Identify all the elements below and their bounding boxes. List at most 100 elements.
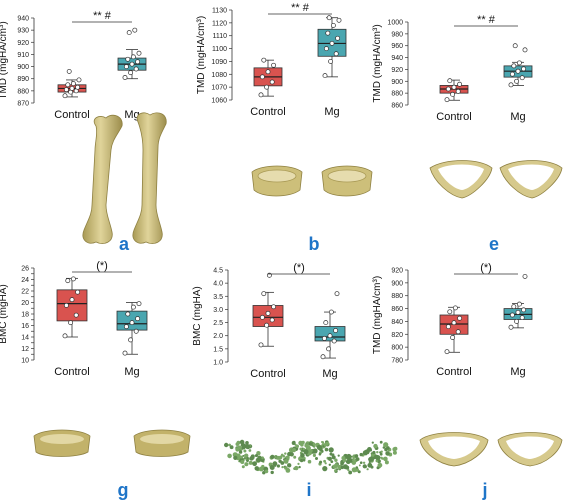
trabecula <box>324 447 329 452</box>
data-point <box>323 46 329 52</box>
y-tick-label: 1.0 <box>213 360 223 367</box>
y-tick-label: 3.5 <box>213 294 223 301</box>
trabecula <box>379 451 382 454</box>
data-point <box>447 78 453 84</box>
data-point <box>73 312 79 318</box>
trabecula <box>300 459 304 463</box>
trabecula <box>257 455 262 460</box>
data-point <box>135 316 141 322</box>
trabecula <box>334 469 337 472</box>
x-category-label: Control <box>436 366 471 378</box>
y-tick-label: 1130 <box>212 8 227 15</box>
trabecula <box>307 459 312 464</box>
significance-label: (*) <box>96 260 108 272</box>
data-point <box>511 63 517 69</box>
y-tick-label: 900 <box>391 280 403 287</box>
y-axis-label: TMD (mgHA/cm³) <box>196 16 207 94</box>
x-category-label: Control <box>250 368 285 380</box>
data-point <box>508 82 514 88</box>
trabecula <box>392 450 397 455</box>
data-point <box>521 66 527 72</box>
trabecula <box>276 455 281 460</box>
trabecula <box>351 460 357 465</box>
y-tick-label: 1090 <box>211 59 227 66</box>
data-point <box>333 328 339 333</box>
femur-rendering-mg <box>132 112 167 244</box>
significance-label: ** # <box>291 2 310 14</box>
data-point <box>326 346 332 352</box>
data-point <box>265 310 271 316</box>
trabecula <box>316 444 322 450</box>
data-point <box>447 309 453 315</box>
data-point <box>321 335 327 341</box>
trabecula <box>270 454 275 459</box>
y-tick-label: 1000 <box>387 20 403 27</box>
y-tick-label: 1120 <box>212 20 227 27</box>
slab-mg-g <box>133 429 191 457</box>
trabecula <box>224 442 229 448</box>
data-point <box>133 328 139 334</box>
data-point <box>328 309 334 315</box>
data-point <box>258 92 264 98</box>
trabecula <box>246 456 249 460</box>
data-point <box>271 62 277 68</box>
bone-renderings <box>33 112 563 475</box>
trabecula <box>379 440 383 444</box>
trabecula <box>312 453 316 457</box>
data-point <box>129 320 135 326</box>
trabecula <box>312 448 318 454</box>
data-point <box>515 309 521 315</box>
significance-label: (*) <box>293 262 305 274</box>
trabecula <box>285 455 290 460</box>
data-point <box>509 71 515 77</box>
trabecula <box>334 458 338 462</box>
trabecula <box>345 465 350 470</box>
data-point <box>445 86 451 92</box>
trabecula <box>245 441 249 445</box>
trabecula <box>302 448 305 451</box>
x-category-label: Mg <box>124 366 139 378</box>
trabecula <box>373 443 378 449</box>
trabecula <box>348 470 353 475</box>
data-point <box>271 304 277 310</box>
trabecula <box>293 455 297 459</box>
trabecula <box>284 452 287 455</box>
data-point <box>326 15 332 21</box>
data-point <box>133 66 139 72</box>
data-point <box>136 50 142 56</box>
y-tick-label: 940 <box>391 55 403 62</box>
trabecula <box>282 454 286 458</box>
trabecula <box>358 464 361 467</box>
y-tick-label: 1110 <box>212 33 227 40</box>
data-point <box>65 82 71 88</box>
trabecula <box>285 468 291 473</box>
trabecula <box>281 466 284 469</box>
data-point <box>62 333 68 339</box>
trabecula <box>384 460 389 465</box>
data-point <box>451 320 457 326</box>
y-tick-label: 920 <box>17 40 29 47</box>
trabecula <box>261 464 265 469</box>
trabecula <box>315 457 318 460</box>
trabecula <box>229 445 234 450</box>
trabecula <box>252 461 257 467</box>
data-point <box>269 317 275 323</box>
data-point <box>70 81 76 87</box>
data-point <box>327 333 333 339</box>
y-tick-label: 2.5 <box>213 320 223 327</box>
data-point <box>522 47 528 53</box>
trabecula <box>322 445 325 448</box>
trabecula <box>312 442 316 446</box>
y-tick-label: 4.5 <box>213 268 223 275</box>
trabecula <box>385 451 390 456</box>
data-point <box>63 302 69 308</box>
trabecula <box>235 442 240 446</box>
y-tick-label: 1.5 <box>213 346 223 353</box>
data-point <box>320 354 326 360</box>
panel-letter-e: e <box>489 234 499 254</box>
trabecula <box>300 453 305 458</box>
